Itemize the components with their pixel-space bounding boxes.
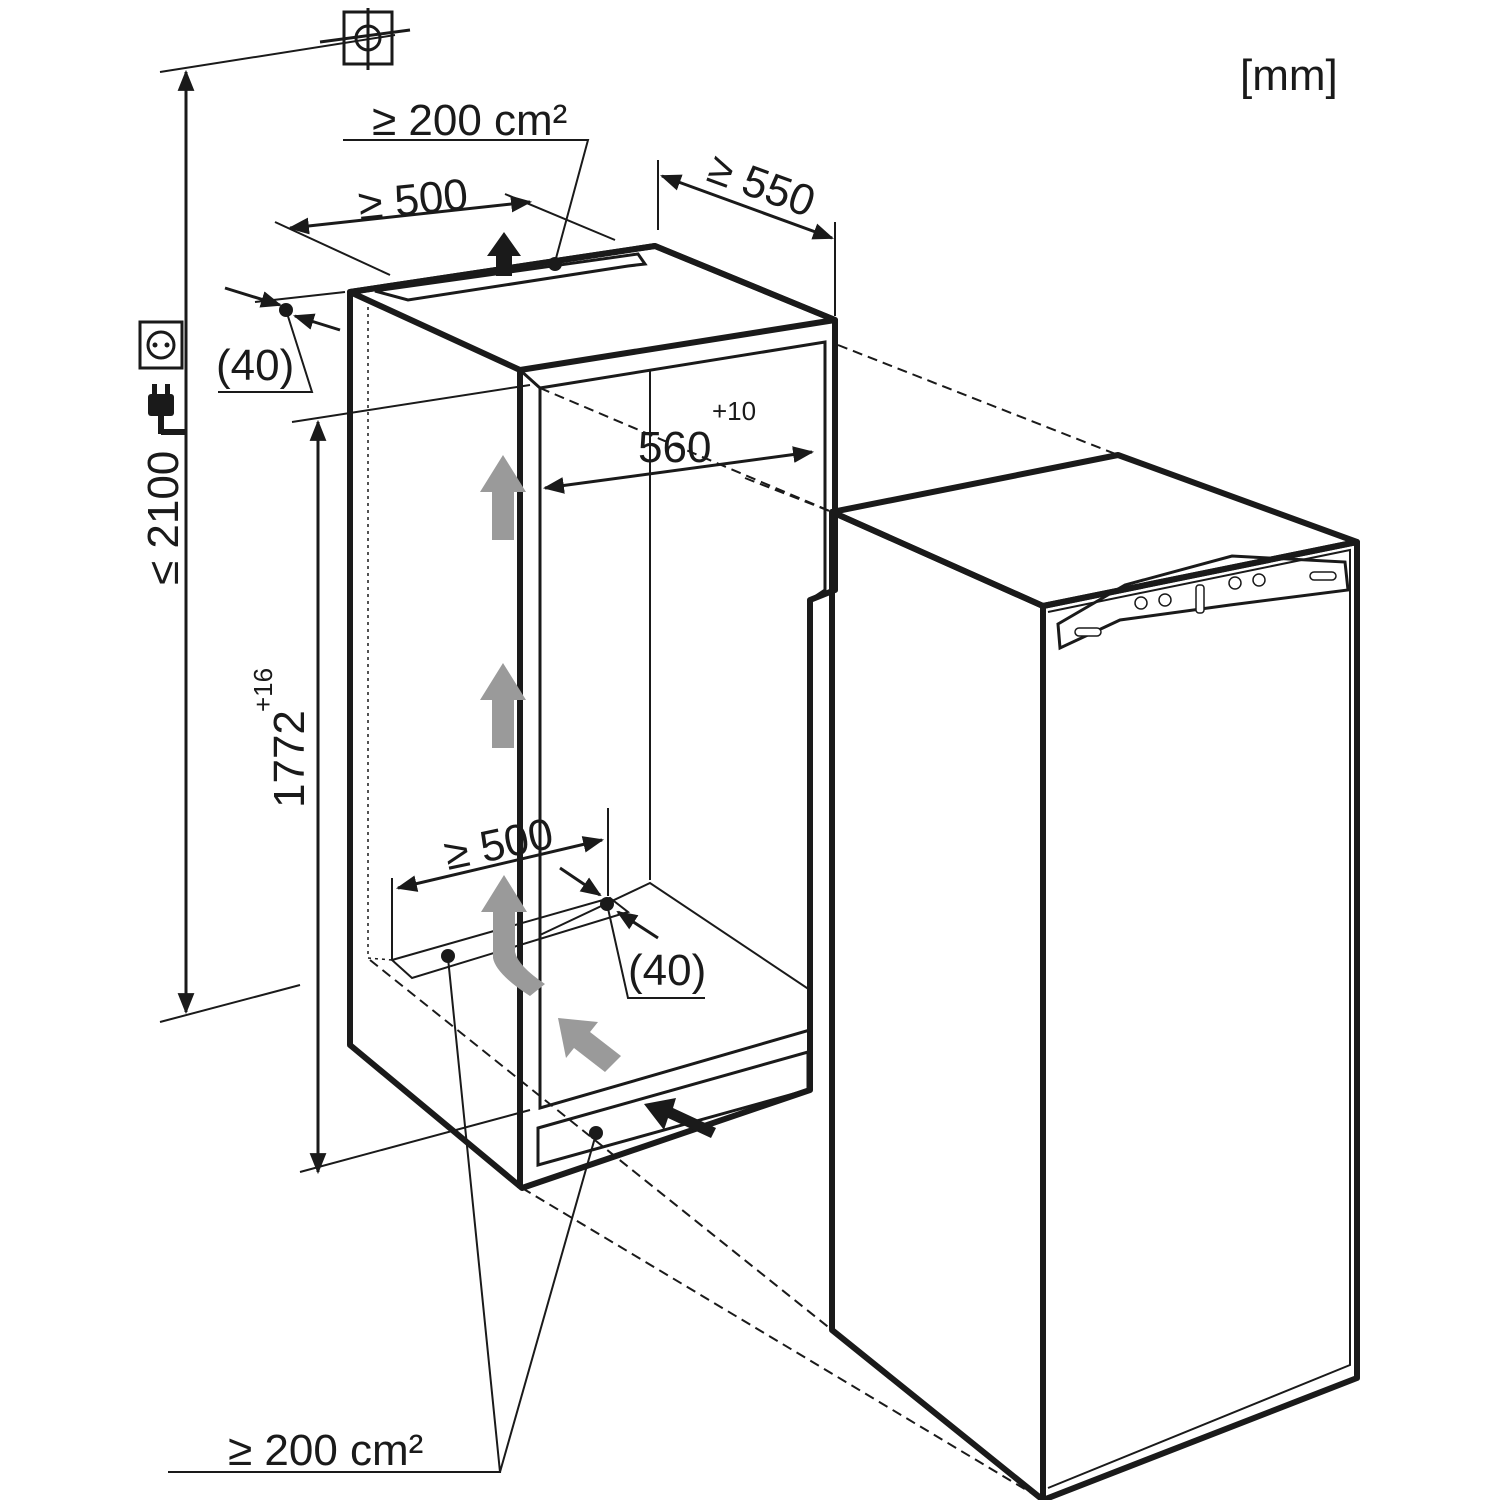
slot-icon: [1309, 571, 1337, 581]
fridge-door-edge: [1047, 548, 1351, 1489]
top-vent-area-label: ≥ 200 cm²: [372, 96, 567, 145]
airflow: [480, 232, 716, 1138]
max-height-label: ≤ 2100: [139, 451, 188, 585]
airflow-arrow-diag: [558, 1018, 621, 1072]
fridge-top: [829, 452, 1360, 609]
airflow-arrow-up-1: [480, 455, 526, 540]
wall-socket-icon: [138, 320, 184, 370]
fridge-appliance: [829, 452, 1360, 1500]
bottom-vent-depth-label: (40): [628, 946, 706, 995]
units-label: [mm]: [1240, 51, 1338, 100]
niche-floor: [539, 881, 811, 1110]
airflow-arrow-bend: [481, 875, 545, 996]
fridge-front: [1040, 539, 1360, 1500]
airflow-arrow-up-2: [480, 663, 526, 748]
top-vent-width-label: ≥ 500: [356, 170, 470, 230]
bottom-vent-area-label: ≥ 200 cm²: [228, 1426, 423, 1475]
screw-icon: [1134, 596, 1148, 610]
niche-height-label: 1772: [265, 710, 314, 808]
airflow-arrow-top: [487, 232, 521, 276]
projection-lines: [369, 344, 1119, 1500]
top-vent-depth-label: (40): [216, 341, 294, 390]
power-plug-icon: [148, 384, 186, 435]
fridge-control-panel: [1056, 554, 1350, 651]
fridge-side: [829, 509, 1046, 1500]
ceiling-outlet-icon: [319, 8, 411, 70]
niche-height-tolerance-label: +16: [248, 668, 278, 712]
niche-width-label: 560: [638, 423, 711, 472]
plinth-vent-marker: [589, 1126, 603, 1140]
panel-screw-icons: [1074, 571, 1337, 637]
niche-depth-label: ≥ 550: [702, 143, 822, 227]
top-vent-marker: [548, 257, 562, 271]
niche-width-tolerance-label: +10: [712, 396, 756, 426]
hinge-slot-icon: [1195, 584, 1205, 614]
bottom-vent-marker: [441, 949, 455, 963]
dimension-lines: [159, 34, 836, 1473]
top-vent-slot: [374, 252, 648, 302]
slot-icon: [1074, 627, 1102, 637]
screw-icon: [1158, 593, 1172, 607]
screw-icon: [1228, 576, 1242, 590]
plinth-vent: [536, 1050, 810, 1167]
screw-icon: [1252, 573, 1266, 587]
airflow-arrow-inlet: [644, 1098, 716, 1138]
